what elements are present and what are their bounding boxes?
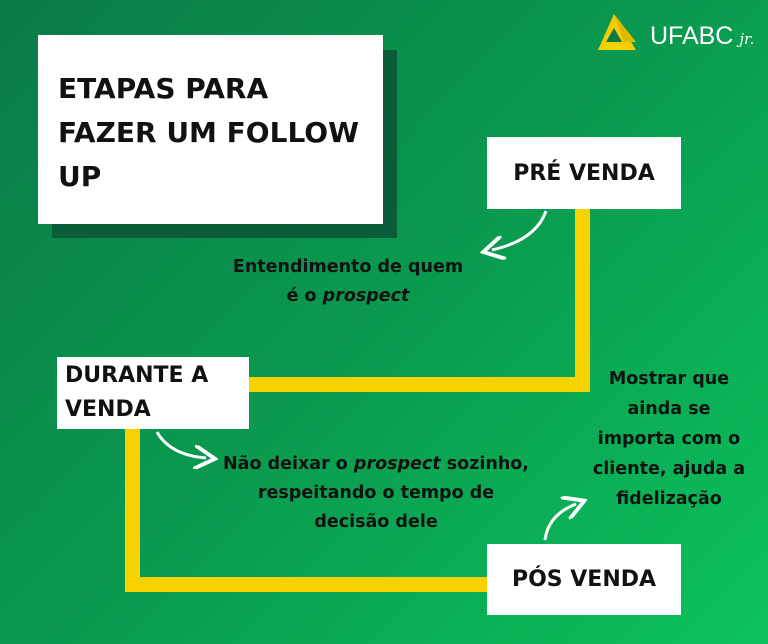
note-line: decisão dele — [314, 512, 438, 532]
path-segment — [125, 425, 140, 592]
stage-pre-venda: PRÉ VENDA — [487, 137, 681, 209]
logo-text: UFABC — [650, 22, 734, 50]
note-line: importa com o — [597, 429, 741, 449]
note-pre-venda: Entendimento de quem é o prospect — [200, 253, 496, 311]
logo-suffix: jr. — [739, 30, 755, 48]
note-line: Não deixar o prospect sozinho, — [223, 454, 529, 474]
note-line: Mostrar que — [608, 369, 730, 389]
logo: UFABC jr. — [650, 22, 754, 51]
note-line: ainda se — [627, 399, 711, 419]
path-segment — [575, 205, 590, 392]
note-durante-venda: Não deixar o prospect sozinho, respeitan… — [196, 450, 556, 537]
stage-durante-venda: DURANTE A VENDA — [57, 357, 249, 429]
note-line: Entendimento de quem — [232, 257, 464, 277]
path-segment — [245, 377, 590, 392]
path-segment — [125, 577, 491, 592]
curved-arrow-icon — [155, 431, 206, 458]
note-pos-venda: Mostrar que ainda se importa com o clien… — [570, 364, 768, 514]
page-title: ETAPAS PARA FAZER UM FOLLOW UP — [38, 35, 383, 224]
curved-arrow-icon — [492, 210, 548, 250]
stage-pos-venda: PÓS VENDA — [487, 544, 681, 615]
ufabc-logo-icon — [598, 14, 636, 50]
note-line: é o prospect — [286, 286, 410, 306]
curved-arrow-icon — [543, 504, 576, 541]
note-line: fidelização — [616, 489, 722, 509]
note-line: cliente, ajuda a — [592, 459, 746, 479]
note-line: respeitando o tempo de — [257, 483, 495, 503]
